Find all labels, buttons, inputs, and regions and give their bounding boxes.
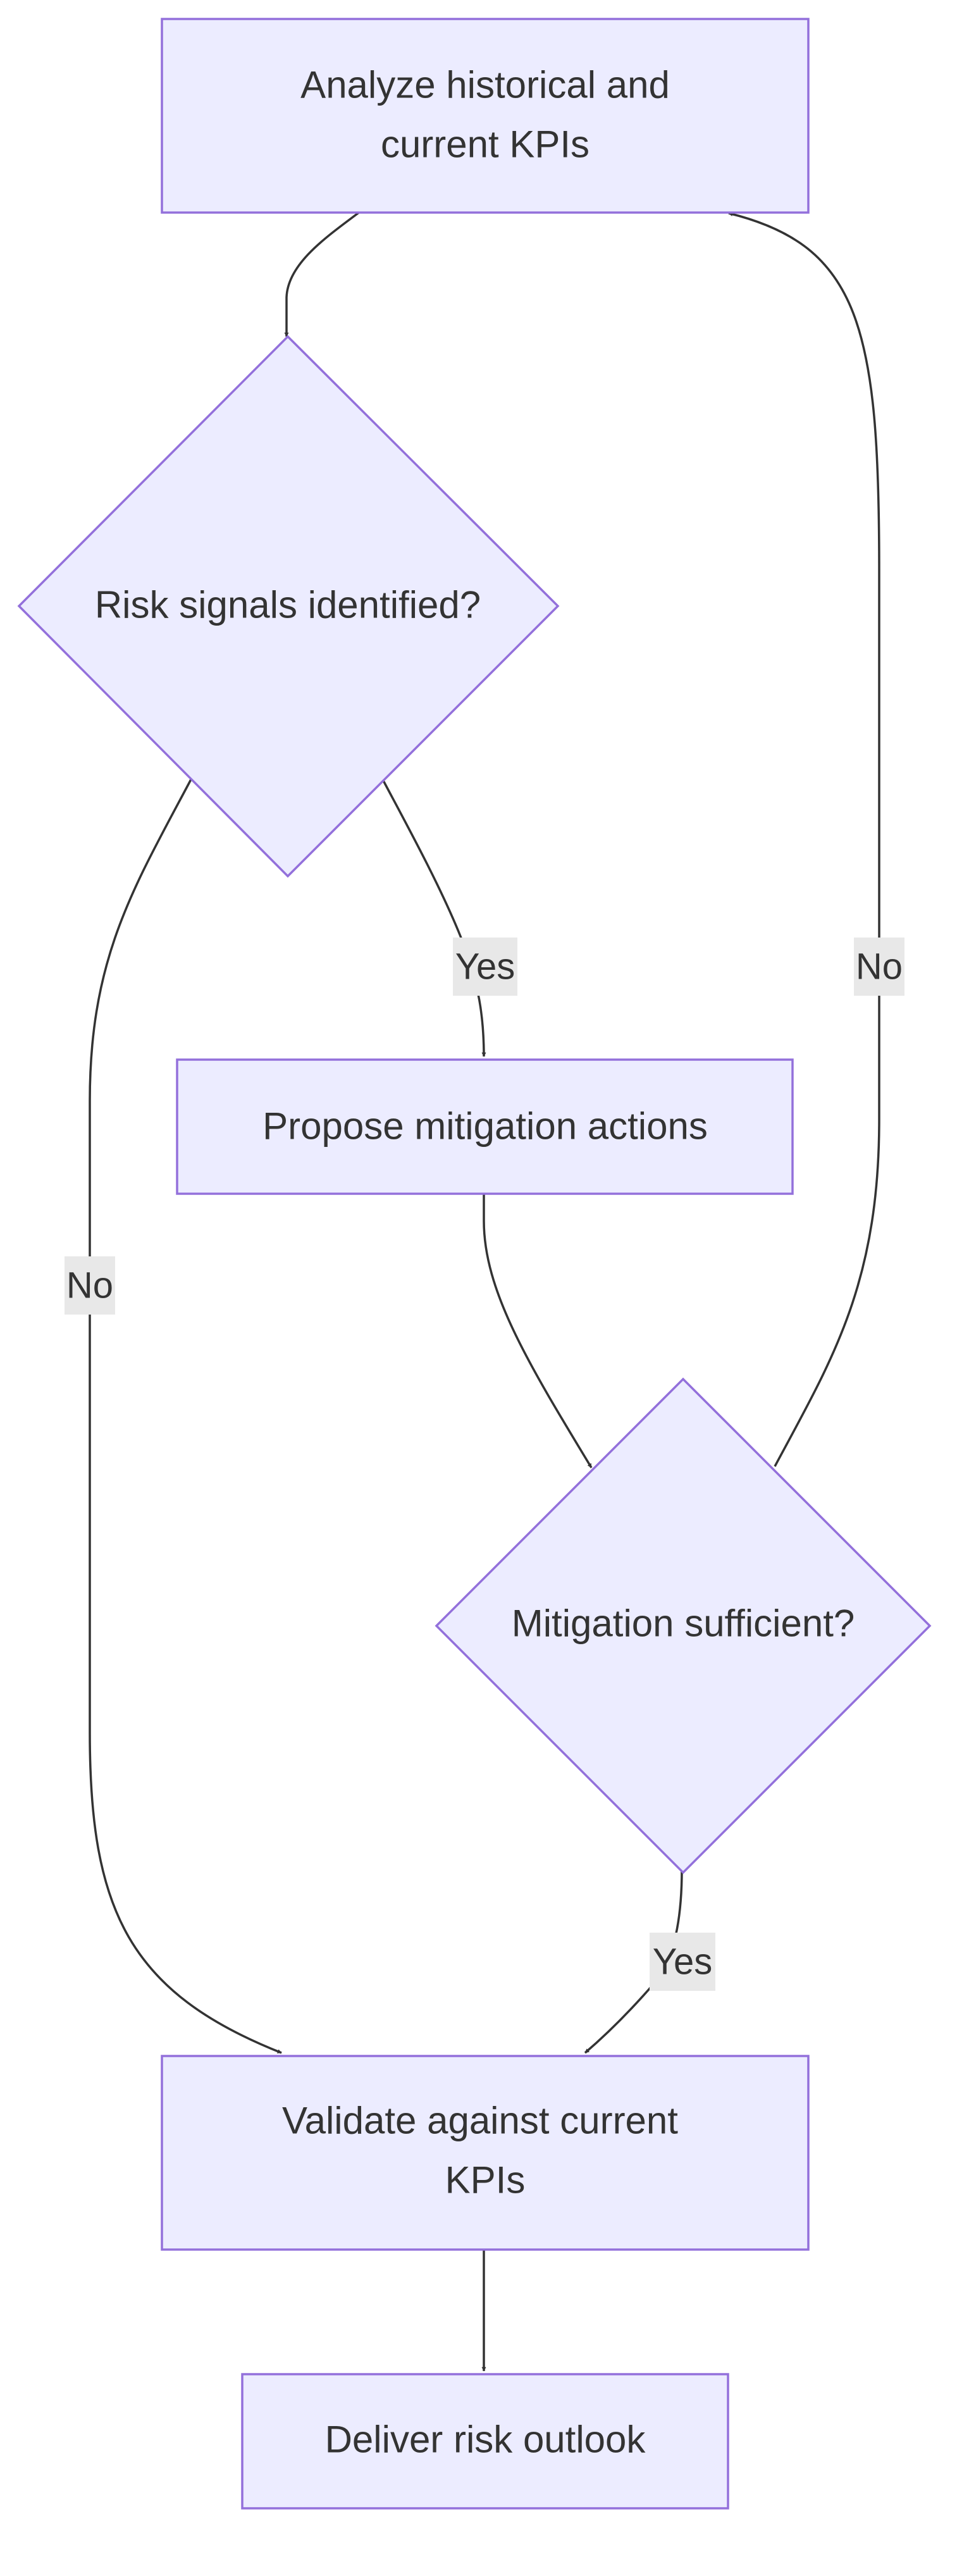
- edge-label-mitigation-no-text: No: [856, 946, 903, 988]
- node-analyze-kpis: Analyze historical and current KPIs: [161, 18, 810, 214]
- nodes: Analyze historical and current KPIs Risk…: [17, 18, 932, 2510]
- node-propose-mitigation: Propose mitigation actions: [176, 1058, 794, 1195]
- edge-label-risk-yes: Yes: [453, 938, 517, 996]
- edge-labels: Yes No Yes No: [65, 938, 904, 1991]
- node-analyze-kpis-line-1: Analyze historical and: [300, 64, 670, 106]
- node-propose-mitigation-text: Propose mitigation actions: [262, 1105, 708, 1148]
- node-deliver-outlook: Deliver risk outlook: [241, 2373, 729, 2510]
- edge-label-risk-yes-text: Yes: [455, 946, 515, 988]
- edge-propose-to-mitigation-sufficient: [483, 1192, 593, 1468]
- edge-mitigation-no-to-analyze: [728, 212, 880, 1467]
- node-risk-signals-text: Risk signals identified?: [95, 584, 481, 626]
- edge-label-mitigation-yes-text: Yes: [653, 1941, 713, 1983]
- edge-risk-signals-no-to-validate: [89, 779, 282, 2054]
- node-validate-kpis-line-2: KPIs: [445, 2159, 526, 2201]
- node-deliver-outlook-text: Deliver risk outlook: [325, 2418, 646, 2461]
- edge-label-risk-no: No: [65, 1256, 115, 1315]
- node-validate-kpis: Validate against current KPIs: [161, 2055, 810, 2251]
- node-mitigation-sufficient-decision: Mitigation sufficient?: [435, 1377, 932, 1874]
- node-validate-kpis-line-1: Validate against current: [282, 2100, 678, 2142]
- edge-risk-signals-yes-to-propose: [381, 779, 486, 1057]
- node-mitigation-sufficient-text: Mitigation sufficient?: [512, 1602, 855, 1645]
- node-analyze-kpis-line-2: current KPIs: [381, 123, 589, 166]
- edge-analyze-to-risk-signals: [284, 210, 362, 337]
- edge-label-mitigation-no: No: [854, 938, 904, 996]
- node-risk-signals-decision: Risk signals identified?: [17, 335, 560, 878]
- edge-label-mitigation-yes: Yes: [650, 1933, 715, 1991]
- edge-label-risk-no-text: No: [66, 1265, 113, 1306]
